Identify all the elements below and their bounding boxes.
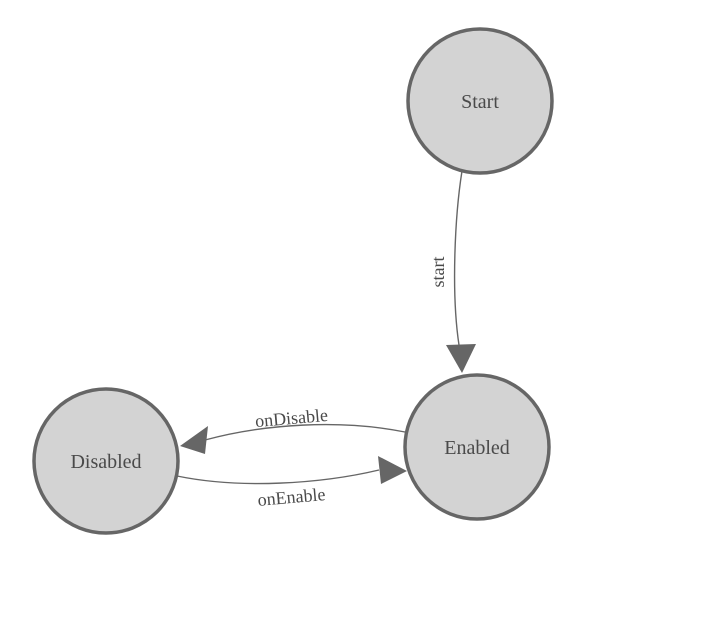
edge-disabled-to-enabled: onEnable [176, 456, 407, 510]
edge-label-start: start [428, 257, 448, 288]
node-disabled-circle[interactable] [32, 387, 180, 535]
node-enabled[interactable]: Enabled [403, 373, 551, 521]
node-start[interactable]: Start [406, 27, 554, 175]
node-disabled[interactable]: Disabled [32, 387, 180, 535]
arrowhead-into-enabled-top [446, 344, 476, 373]
edge-disabled-to-enabled-line [176, 469, 380, 485]
node-start-circle[interactable] [406, 27, 554, 175]
edge-start-to-enabled-line [453, 170, 463, 346]
edge-label-ondisable: onDisable [254, 405, 328, 431]
edge-enabled-to-disabled: onDisable [180, 405, 406, 454]
node-enabled-circle[interactable] [403, 373, 551, 521]
arrowhead-into-disabled-right [180, 426, 208, 454]
node-enabled-label: Enabled [444, 437, 510, 459]
arrowhead-into-enabled-left [378, 456, 407, 484]
node-disabled-label: Disabled [70, 451, 141, 473]
edge-enabled-to-disabled-line [204, 423, 406, 441]
edge-label-onenable: onEnable [257, 484, 326, 510]
node-start-label: Start [461, 91, 499, 113]
edge-start-to-enabled: start [428, 170, 476, 373]
